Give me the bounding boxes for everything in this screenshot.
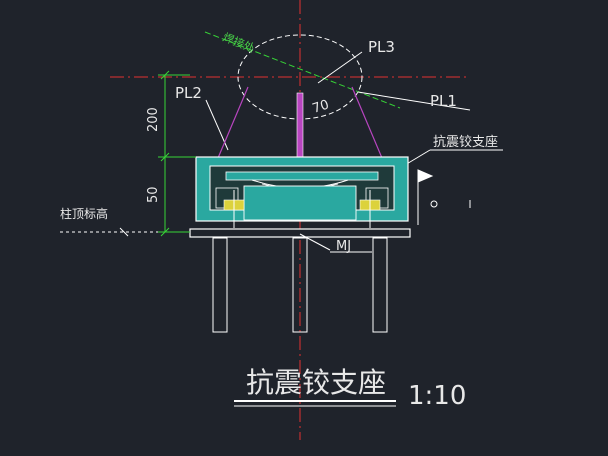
bearing-label: 抗震铰支座 <box>433 135 498 150</box>
pl1-leader <box>357 91 471 111</box>
anchor-bolt-left <box>212 237 228 333</box>
drawing-title: 抗震铰支座 <box>246 366 386 399</box>
dimension-upper: 200 <box>146 107 161 132</box>
dimension-lines <box>158 70 196 237</box>
bearing-top-plate <box>225 171 379 181</box>
bearing-core-block <box>243 185 357 221</box>
base-plate <box>189 228 411 238</box>
weld-label: 焊接处 <box>221 30 257 55</box>
dimension-lower: 50 <box>146 186 161 203</box>
flag-symbol <box>417 169 471 225</box>
mj-leader <box>299 233 331 251</box>
weld-line <box>204 31 401 109</box>
anchor-bolt-center <box>292 237 308 333</box>
column-top-label: 柱顶标高 <box>60 206 108 221</box>
mj-label: MJ <box>336 239 351 254</box>
drawing-scale: 1:10 <box>408 381 466 411</box>
bearing-body <box>195 156 409 228</box>
pl1-label: PL1 <box>430 92 457 110</box>
angle-label: 70 <box>311 97 331 116</box>
pl3-label: PL3 <box>368 38 395 56</box>
pl3-leader <box>317 51 363 84</box>
anchor-bolts <box>212 237 388 333</box>
anchor-bolt-right <box>372 237 388 333</box>
side-plates <box>217 86 383 159</box>
pl2-label: PL2 <box>175 84 202 102</box>
center-plate <box>296 92 304 158</box>
